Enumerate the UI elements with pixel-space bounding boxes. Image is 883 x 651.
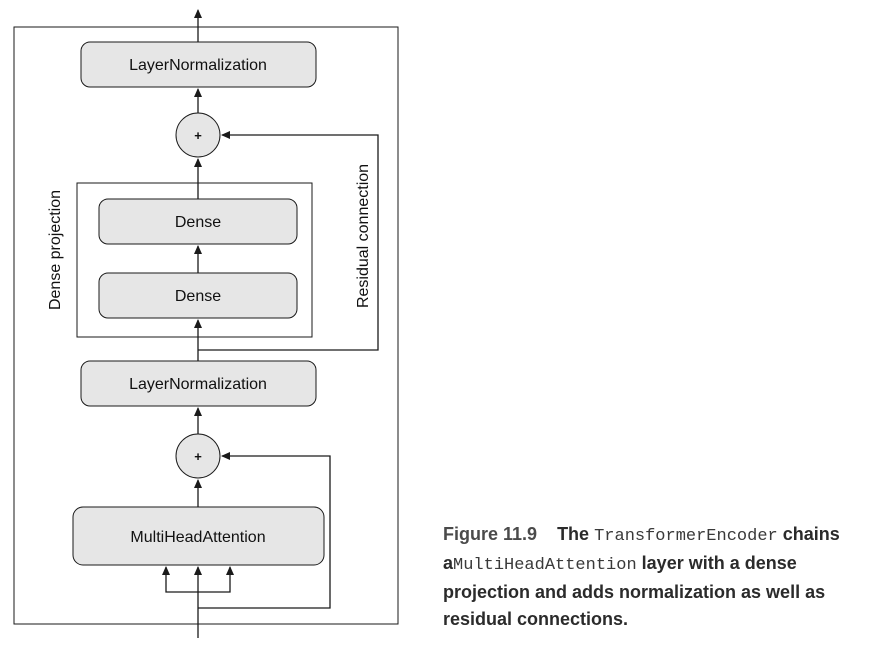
caption-text-1: The: [557, 524, 590, 544]
encoder-frame: [13, 26, 399, 625]
dense-lower-label: Dense: [175, 288, 221, 305]
residual-connection-label: Residual connection: [355, 164, 372, 308]
input-arrow-left: [162, 566, 198, 593]
dense-upper-label: Dense: [175, 214, 221, 231]
dense-projection-frame: [76, 182, 313, 338]
multi-head-attention-label: MultiHeadAttention: [130, 529, 265, 546]
add-top-symbol: +: [194, 128, 202, 143]
layer-normalization-top-label: LayerNormalization: [129, 57, 267, 74]
caption-text-2: chains a: [443, 524, 840, 573]
layer-normalization-middle-label: LayerNormalization: [129, 376, 267, 393]
residual-connection-lower: [198, 452, 331, 609]
caption-code-2: MultiHeadAttention: [453, 556, 637, 575]
dense-projection-label: Dense projection: [47, 190, 64, 310]
add-node-top: +: [175, 112, 221, 158]
caption-text-3: layer with a dense projection and adds n…: [443, 553, 826, 629]
layer-normalization-middle: LayerNormalization: [80, 360, 317, 407]
residual-connection-upper: [198, 131, 379, 351]
dense-upper: Dense: [98, 198, 298, 245]
input-arrow-right: [198, 566, 234, 593]
figure-number: Figure 11.9: [443, 524, 538, 544]
figure-caption: Figure 11.9 The TransformerEncoder chain…: [443, 521, 883, 633]
add-bottom-symbol: +: [194, 449, 202, 464]
multi-head-attention: MultiHeadAttention: [72, 506, 325, 566]
caption-code-1: TransformerEncoder: [594, 527, 778, 546]
layer-normalization-top: LayerNormalization: [80, 41, 317, 88]
dense-lower: Dense: [98, 272, 298, 319]
add-node-bottom: +: [175, 433, 221, 479]
